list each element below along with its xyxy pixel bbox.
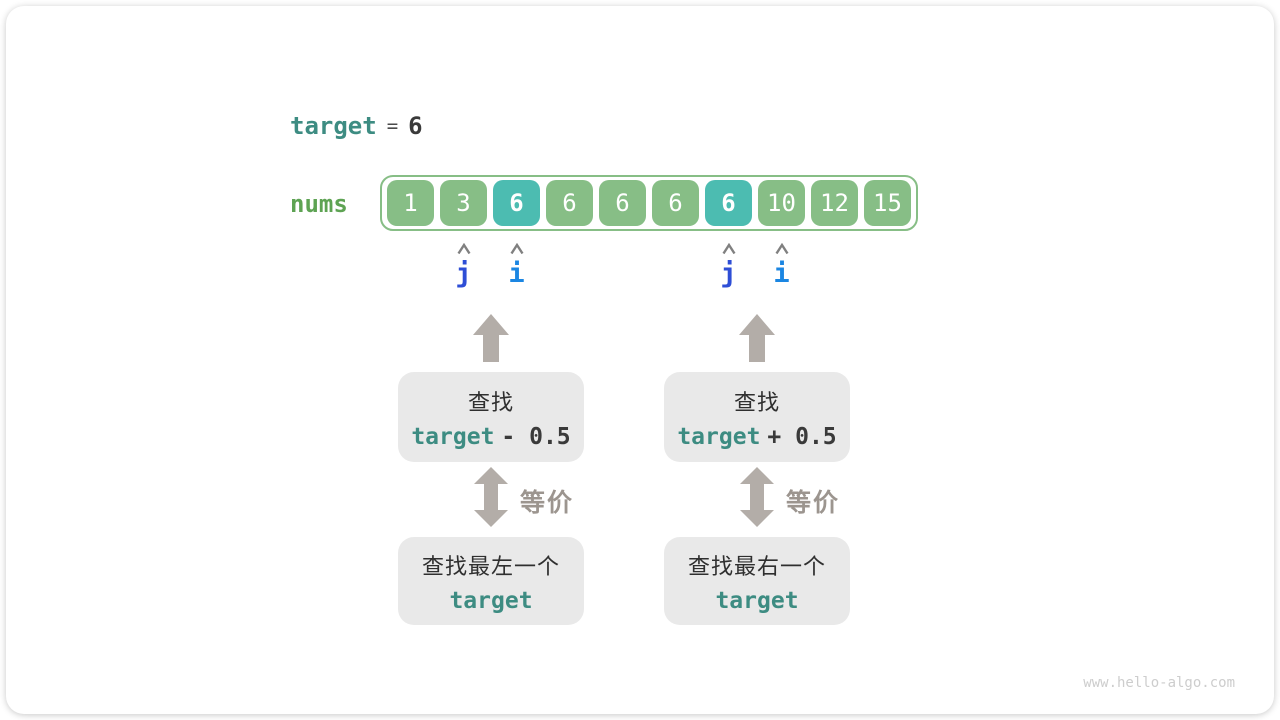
- search-box-right-code: target+ 0.5: [677, 424, 836, 450]
- target-assignment: target = 6: [290, 112, 423, 140]
- array-cell: 6: [546, 180, 593, 226]
- result-box-left-code: target: [449, 588, 532, 614]
- code-operation: - 0.5: [501, 423, 571, 450]
- equals-sign: =: [386, 115, 399, 137]
- target-keyword: target: [290, 112, 377, 140]
- result-box-left-line1: 查找最左一个: [421, 554, 560, 580]
- code-operation: + 0.5: [767, 423, 837, 450]
- code-target: target: [715, 587, 799, 614]
- caret-up-icon: [774, 243, 789, 255]
- caret-up-icon: [721, 243, 736, 255]
- pointer-j: j: [444, 243, 484, 289]
- code-target: target: [411, 423, 495, 450]
- array-cell: 6: [652, 180, 699, 226]
- pointer-label: j: [720, 258, 737, 289]
- up-arrow-icon: [473, 314, 509, 362]
- double-arrow-icon: [474, 467, 508, 527]
- caret-up-icon: [509, 243, 524, 255]
- search-box-left: 查找 target- 0.5: [398, 372, 584, 462]
- code-target: target: [677, 423, 761, 450]
- array-cell-highlight: 6: [705, 180, 752, 226]
- diagram-card: [6, 6, 1274, 714]
- pointer-i: i: [762, 243, 802, 289]
- pointer-j: j: [709, 243, 749, 289]
- caret-up-icon: [456, 243, 471, 255]
- search-box-right: 查找 target+ 0.5: [664, 372, 850, 462]
- array-cell: 10: [758, 180, 805, 226]
- pointer-label: i: [773, 258, 790, 289]
- result-box-right-code: target: [715, 588, 798, 614]
- search-box-left-code: target- 0.5: [411, 424, 570, 450]
- equivalence-label-left: 等价: [520, 488, 575, 517]
- array-cell: 1: [387, 180, 434, 226]
- result-box-right-line1: 查找最右一个: [687, 554, 826, 580]
- search-box-right-line1: 查找: [733, 390, 780, 416]
- array-cell: 12: [811, 180, 858, 226]
- up-arrow-icon: [739, 314, 775, 362]
- pointer-label: i: [508, 258, 525, 289]
- array-cell: 3: [440, 180, 487, 226]
- pointer-label: j: [455, 258, 472, 289]
- array-cell-highlight: 6: [493, 180, 540, 226]
- pointer-i: i: [497, 243, 537, 289]
- double-arrow-icon: [740, 467, 774, 527]
- search-box-left-line1: 查找: [467, 390, 514, 416]
- array-cell: 6: [599, 180, 646, 226]
- watermark: www.hello-algo.com: [1083, 675, 1235, 691]
- equivalence-label-right: 等价: [786, 488, 841, 517]
- nums-label: nums: [290, 190, 348, 218]
- code-target: target: [449, 587, 533, 614]
- result-box-right: 查找最右一个 target: [664, 537, 850, 625]
- result-box-left: 查找最左一个 target: [398, 537, 584, 625]
- target-value: 6: [408, 112, 423, 140]
- array-cell: 15: [864, 180, 911, 226]
